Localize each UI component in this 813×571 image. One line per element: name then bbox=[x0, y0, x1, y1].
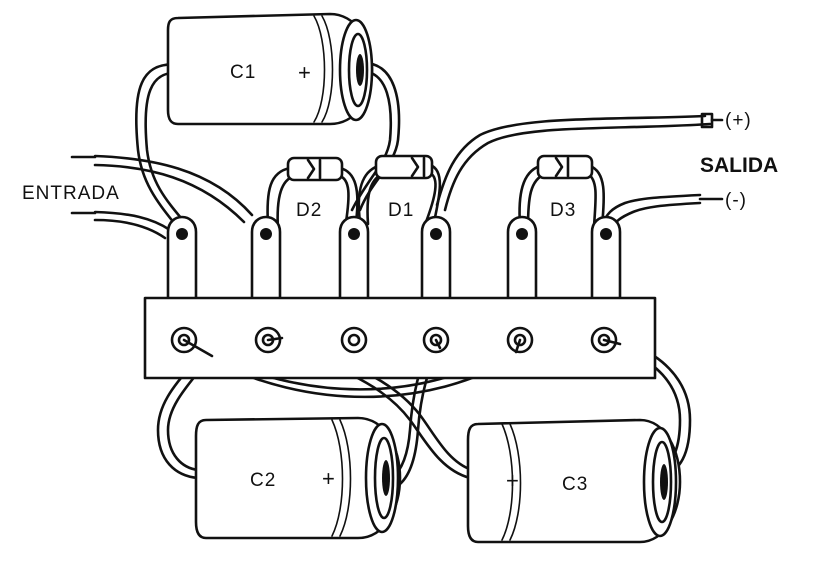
capacitor-c3: + C3 bbox=[466, 418, 682, 544]
capacitor-c1: C1 + bbox=[166, 12, 374, 126]
salida-label: SALIDA bbox=[700, 154, 778, 177]
diode-d2-label: D2 bbox=[296, 200, 322, 221]
capacitor-c2: C2 + bbox=[194, 416, 402, 540]
capacitor-c3-label: C3 bbox=[562, 474, 588, 495]
entrada-label: ENTRADA bbox=[22, 183, 120, 204]
terminal-lugs bbox=[166, 215, 622, 300]
diode-d3-label: D3 bbox=[550, 200, 576, 221]
diode-d1: D1 bbox=[357, 154, 442, 226]
capacitor-c2-polarity: + bbox=[322, 466, 335, 491]
capacitor-c1-label: C1 bbox=[230, 62, 256, 83]
wiring bbox=[70, 61, 724, 486]
diode-d1-label: D1 bbox=[388, 200, 414, 221]
output-minus-label: (-) bbox=[725, 190, 747, 211]
diode-d3: D3 bbox=[518, 154, 606, 230]
capacitor-c3-polarity: + bbox=[506, 468, 519, 493]
diode-d2: D2 bbox=[266, 156, 359, 232]
capacitor-c1-polarity: + bbox=[298, 60, 311, 85]
terminal-strip-board bbox=[143, 296, 657, 380]
output-plus-label: (+) bbox=[725, 110, 752, 131]
capacitor-c2-label: C2 bbox=[250, 470, 276, 491]
